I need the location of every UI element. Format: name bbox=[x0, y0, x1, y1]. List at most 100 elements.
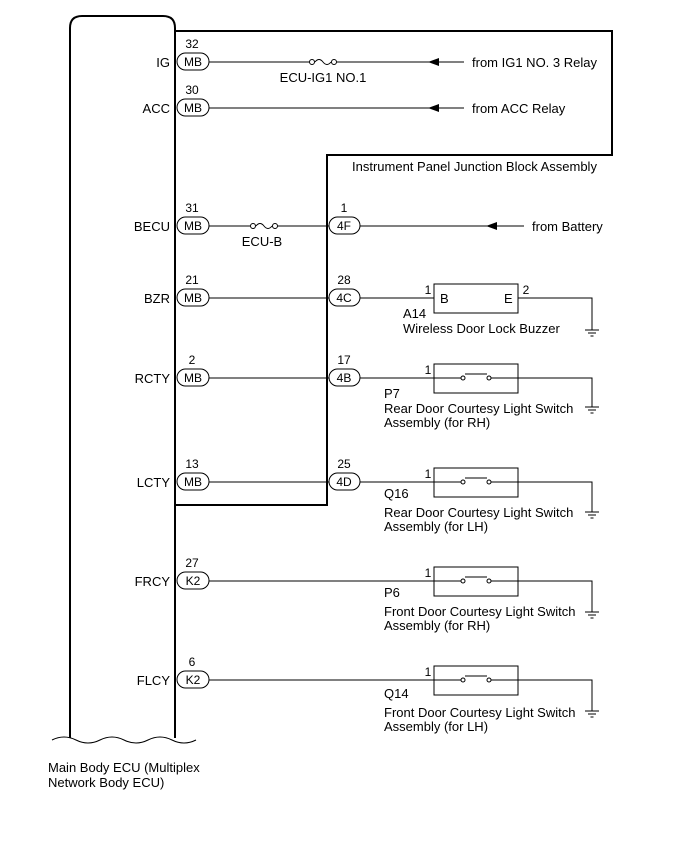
terminal-ig: IG 32 MB bbox=[156, 37, 210, 71]
component-name-line1: Front Door Courtesy Light Switch bbox=[384, 604, 575, 619]
component-name-line2: Assembly (for LH) bbox=[384, 519, 488, 534]
terminal-bzr: BZR 21 MB bbox=[144, 273, 210, 307]
signal-label: RCTY bbox=[135, 371, 171, 386]
arrow-left-icon bbox=[428, 58, 439, 66]
signal-label: ACC bbox=[143, 101, 170, 116]
connector-label: MB bbox=[184, 55, 202, 69]
fuse-label: ECU-IG1 NO.1 bbox=[280, 70, 367, 85]
buzzer-box bbox=[433, 283, 519, 314]
pin-number: 1 bbox=[425, 283, 432, 297]
buzzer-a14: 1 B E 2 A14 Wireless Door Lock Buzzer bbox=[403, 283, 560, 336]
pin-number: 1 bbox=[425, 363, 432, 377]
signal-label: BZR bbox=[144, 291, 170, 306]
fuse-icon bbox=[314, 59, 332, 65]
ecu-name-line2: Network Body ECU) bbox=[48, 775, 164, 790]
switch-contact-icon bbox=[434, 675, 518, 683]
pin-number: 32 bbox=[185, 37, 199, 51]
pin-number: 27 bbox=[185, 556, 199, 570]
wire-bzr-ground bbox=[518, 297, 593, 330]
connector-label: K2 bbox=[186, 574, 201, 588]
component-name-line2: Assembly (for RH) bbox=[384, 415, 490, 430]
terminal-becu: BECU 31 MB bbox=[134, 201, 210, 235]
pin-number: 2 bbox=[189, 353, 196, 367]
switch-p6: 1 P6 Front Door Courtesy Light Switch As… bbox=[384, 566, 575, 633]
connector-label: 4C bbox=[336, 291, 352, 305]
fuse-label: ECU-B bbox=[242, 234, 282, 249]
signal-label: FLCY bbox=[137, 673, 171, 688]
junction-block-name: Instrument Panel Junction Block Assembly bbox=[352, 159, 597, 174]
junction-block-outline bbox=[175, 30, 613, 506]
pin-number: 31 bbox=[185, 201, 199, 215]
connector-label: K2 bbox=[186, 673, 201, 687]
component-name-line2: Assembly (for RH) bbox=[384, 618, 490, 633]
terminal-e: E bbox=[504, 291, 513, 306]
connector-label: MB bbox=[184, 219, 202, 233]
jb-connector-4c: 28 4C bbox=[328, 273, 361, 307]
ecu-break-line bbox=[51, 736, 197, 744]
pin-number: 21 bbox=[185, 273, 199, 287]
pin-number: 1 bbox=[425, 467, 432, 481]
component-name-line1: Front Door Courtesy Light Switch bbox=[384, 705, 575, 720]
ground-icon bbox=[585, 406, 599, 414]
pin-number: 1 bbox=[425, 665, 432, 679]
connector-label: 4D bbox=[336, 475, 352, 489]
terminal-frcy: FRCY 27 K2 bbox=[135, 556, 210, 590]
ecu-body bbox=[69, 15, 176, 738]
connector-label: MB bbox=[184, 291, 202, 305]
connector-label: MB bbox=[184, 101, 202, 115]
ecu-name-line1: Main Body ECU (Multiplex bbox=[48, 760, 200, 775]
pin-number: 1 bbox=[425, 566, 432, 580]
connector-label: 4B bbox=[337, 371, 352, 385]
switch-contact-icon bbox=[434, 477, 518, 485]
signal-label: BECU bbox=[134, 219, 170, 234]
source-ig: from IG1 NO. 3 Relay bbox=[472, 55, 597, 70]
switch-q14: 1 Q14 Front Door Courtesy Light Switch A… bbox=[384, 665, 575, 734]
ground-icon bbox=[585, 611, 599, 619]
jb-connector-4b: 17 4B bbox=[328, 353, 361, 387]
component-name-line1: Rear Door Courtesy Light Switch bbox=[384, 401, 573, 416]
component-code: P7 bbox=[384, 386, 400, 401]
fuse-ecub: ECU-B bbox=[242, 223, 282, 249]
pin-number: 2 bbox=[523, 283, 530, 297]
fuse-terminal bbox=[309, 59, 315, 65]
component-code: P6 bbox=[384, 585, 400, 600]
terminal-rcty: RCTY 2 MB bbox=[135, 353, 210, 387]
terminal-lcty: LCTY 13 MB bbox=[137, 457, 210, 491]
jb-connector-4d: 25 4D bbox=[328, 457, 361, 491]
pin-number: 17 bbox=[337, 353, 351, 367]
switch-contact-icon bbox=[434, 373, 518, 381]
pin-number: 25 bbox=[337, 457, 351, 471]
pin-number: 6 bbox=[189, 655, 196, 669]
jb-connector-4f: 1 4F bbox=[328, 201, 361, 235]
pin-number: 28 bbox=[337, 273, 351, 287]
arrow-left-icon bbox=[428, 104, 439, 112]
fuse-terminal bbox=[331, 59, 337, 65]
connector-label: 4F bbox=[337, 219, 351, 233]
ground-icon bbox=[585, 710, 599, 718]
component-code: Q14 bbox=[384, 686, 409, 701]
pin-number: 1 bbox=[341, 201, 348, 215]
switch-p7: 1 P7 Rear Door Courtesy Light Switch Ass… bbox=[384, 363, 573, 430]
signal-label: LCTY bbox=[137, 475, 171, 490]
switch-contact-icon bbox=[434, 576, 518, 584]
connector-label: MB bbox=[184, 475, 202, 489]
arrow-left-icon bbox=[486, 222, 497, 230]
ground-icon bbox=[585, 329, 599, 337]
wire-lcty-ground bbox=[518, 481, 593, 512]
source-battery: from Battery bbox=[532, 219, 603, 234]
signal-label: IG bbox=[156, 55, 170, 70]
terminal-flcy: FLCY 6 K2 bbox=[137, 655, 210, 689]
component-name-line2: Assembly (for LH) bbox=[384, 719, 488, 734]
fuse-terminal bbox=[250, 223, 256, 229]
pin-number: 13 bbox=[185, 457, 199, 471]
terminal-b: B bbox=[440, 291, 449, 306]
connector-label: MB bbox=[184, 371, 202, 385]
ground-icon bbox=[585, 511, 599, 519]
wire-frcy-ground bbox=[518, 580, 593, 612]
fuse-ig1: ECU-IG1 NO.1 bbox=[280, 59, 367, 85]
fuse-icon bbox=[255, 223, 273, 229]
pin-number: 30 bbox=[185, 83, 199, 97]
signal-label: FRCY bbox=[135, 574, 171, 589]
wire-rcty-ground bbox=[518, 377, 593, 407]
